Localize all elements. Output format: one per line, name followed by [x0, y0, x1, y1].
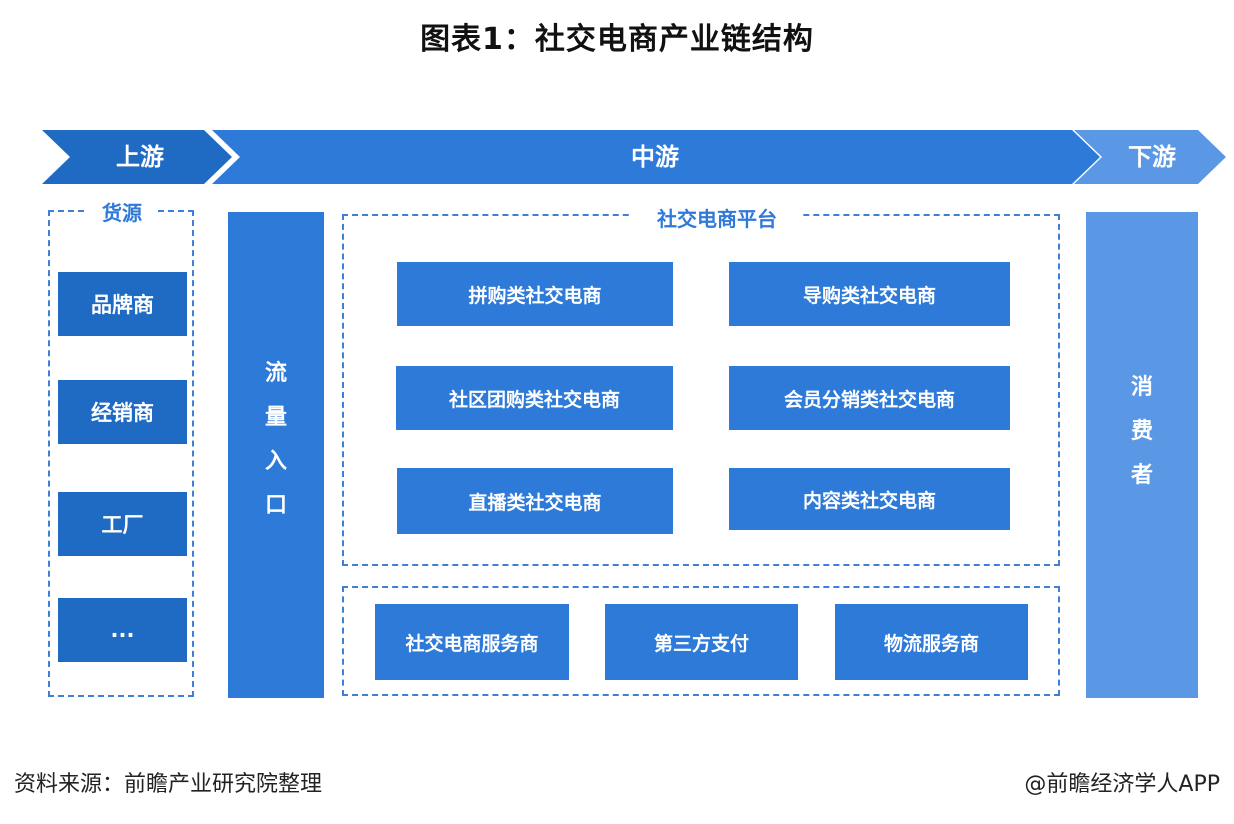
- page-title: 图表1：社交电商产业链结构: [420, 22, 814, 57]
- traffic-entry-char: 入: [264, 449, 287, 474]
- traffic-entry-bar: 流 量 入 口: [228, 212, 324, 698]
- service-logistics: 物流服务商: [835, 604, 1028, 680]
- platform-shopping-guide: 导购类社交电商: [729, 262, 1010, 326]
- midstream-arrow: [212, 130, 1100, 184]
- platform-content: 内容类社交电商: [729, 468, 1010, 530]
- upstream-label: 上游: [116, 143, 164, 171]
- consumer-char: 消: [1130, 375, 1153, 400]
- service-provider: 社交电商服务商: [375, 604, 569, 680]
- stage-arrows: [42, 130, 1226, 184]
- source-factory: 工厂: [58, 492, 187, 556]
- traffic-entry-char: 口: [264, 493, 287, 518]
- consumer-char: 费: [1130, 419, 1153, 444]
- platform-community-group: 社区团购类社交电商: [396, 366, 673, 430]
- services-group: [342, 586, 1060, 696]
- platform-live-stream: 直播类社交电商: [397, 468, 673, 534]
- consumer-char: 者: [1130, 463, 1153, 488]
- platform-membership: 会员分销类社交电商: [729, 366, 1010, 430]
- source-distributor: 经销商: [58, 380, 187, 444]
- traffic-entry-char: 流: [264, 361, 287, 386]
- source-brand: 品牌商: [58, 272, 187, 336]
- source-note: 资料来源：前瞻产业研究院整理: [14, 772, 323, 797]
- goods-source-title: 货源: [88, 200, 156, 226]
- downstream-arrow: [1074, 130, 1226, 184]
- platform-title: 社交电商平台: [632, 206, 802, 232]
- downstream-label: 下游: [1128, 143, 1176, 171]
- midstream-label: 中游: [631, 143, 679, 171]
- traffic-entry-char: 量: [264, 405, 287, 430]
- credit-note: @前瞻经济学人APP: [1024, 772, 1220, 797]
- upstream-arrow: [42, 130, 232, 184]
- service-payment: 第三方支付: [605, 604, 798, 680]
- platform-group-buying: 拼购类社交电商: [397, 262, 673, 326]
- source-more: ...: [58, 598, 187, 662]
- consumer-bar: 消 费 者: [1086, 212, 1198, 698]
